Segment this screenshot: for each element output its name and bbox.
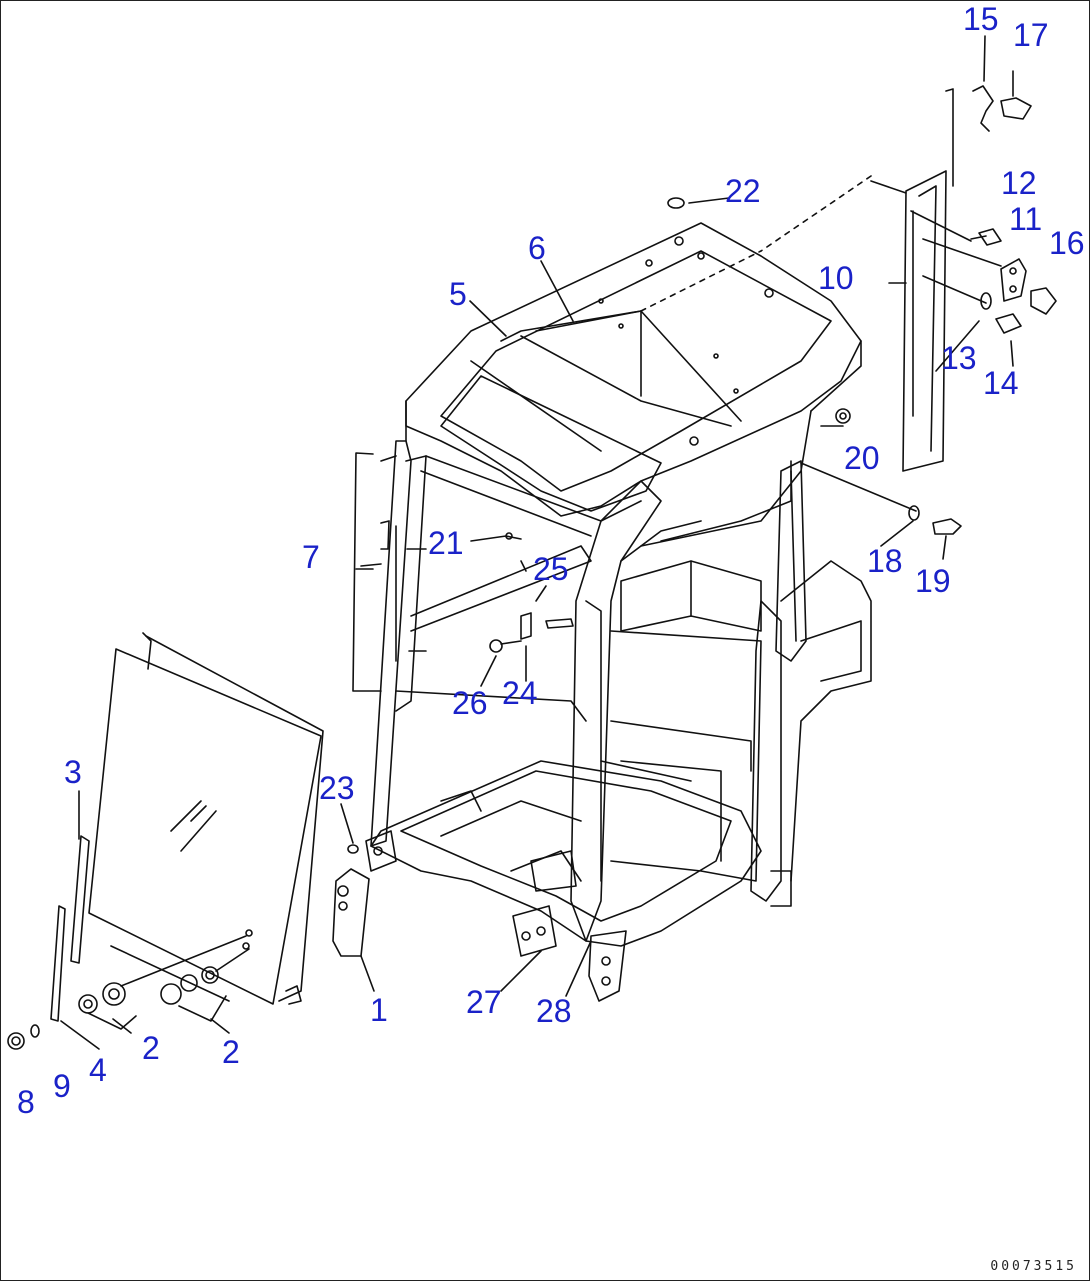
callout-26: 26 [452,685,488,721]
callout-28: 28 [536,993,572,1029]
callout-9: 9 [53,1068,71,1104]
callout-20: 20 [844,440,880,476]
drawing-id: 00073515 [990,1259,1077,1274]
callout-17: 17 [1013,17,1049,53]
callout-leaders [60,35,1014,1050]
callout-25: 25 [533,551,569,587]
callout-12: 12 [1001,165,1037,201]
callout-24: 24 [502,675,538,711]
callout-19: 19 [915,563,951,599]
callout-1: 1 [370,992,388,1028]
callout-15: 15 [963,1,999,37]
callout-7: 7 [302,539,320,575]
callout-18: 18 [867,543,903,579]
callout-11: 11 [1009,201,1043,237]
callout-14: 14 [983,365,1019,401]
callout-16: 16 [1049,225,1085,261]
callout-6: 6 [528,230,546,266]
callout-21: 21 [428,525,464,561]
callout-3: 3 [64,754,82,790]
callout-22: 22 [725,173,761,209]
callout-8: 8 [17,1084,35,1120]
callout-2: 2 [142,1030,160,1066]
callout-23: 23 [319,770,355,806]
callout-10: 10 [818,260,854,296]
door-glass [70,632,324,1005]
small-parts [7,197,962,1050]
callout-5: 5 [449,276,467,312]
callout-4: 4 [89,1052,107,1088]
rail-assembly [640,85,1057,472]
cab-frame [365,222,872,1002]
callout-13: 13 [941,340,977,376]
callout-27: 27 [466,984,502,1020]
callout-2: 2 [222,1034,240,1070]
